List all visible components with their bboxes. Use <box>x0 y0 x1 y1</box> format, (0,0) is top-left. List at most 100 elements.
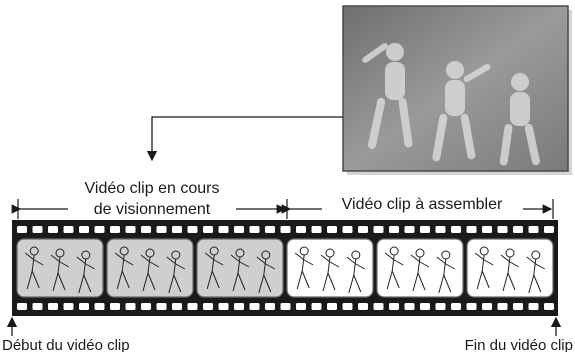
clip-end-label: Fin du vidéo clip <box>465 337 573 352</box>
filmstrip <box>12 220 558 316</box>
sprocket-hole <box>156 226 167 233</box>
sprocket-hole <box>203 303 213 310</box>
sprocket-hole <box>94 226 105 233</box>
sprocket-hole <box>94 303 105 310</box>
sprocket-hole <box>141 303 151 310</box>
clip-start-label: Début du vidéo clip <box>2 337 130 352</box>
sprocket-hole <box>48 226 58 233</box>
sprocket-hole <box>296 303 306 310</box>
sprocket-hole <box>17 303 27 310</box>
sprocket-hole <box>218 303 229 310</box>
sprocket-hole <box>404 303 415 310</box>
film-frame <box>376 238 464 298</box>
playing-label-line2: de visionnement <box>94 201 211 218</box>
sprocket-hole <box>234 226 244 233</box>
sprocket-hole <box>187 226 198 233</box>
sprocket-hole <box>435 226 446 233</box>
sprocket-hole <box>249 226 260 233</box>
sprocket-hole <box>342 303 353 310</box>
sprocket-hole <box>17 226 27 233</box>
film-frame <box>106 238 194 298</box>
sprocket-hole <box>435 303 446 310</box>
sprocket-hole <box>63 303 74 310</box>
sprocket-hole <box>544 303 554 310</box>
sprocket-hole <box>32 303 43 310</box>
sprocket-hole <box>296 226 306 233</box>
sprocket-hole <box>311 226 322 233</box>
dancer-figure <box>294 252 314 290</box>
dancer-figure <box>474 252 494 290</box>
dancer-figure <box>114 252 134 290</box>
dancer-figure <box>436 256 456 294</box>
film-frame <box>466 238 554 298</box>
sprocket-hole <box>156 303 167 310</box>
sprocket-hole <box>265 303 275 310</box>
dancer-figure <box>24 252 44 290</box>
sprocket-hole <box>482 226 492 233</box>
dancer-figure <box>256 256 276 294</box>
sprocket-hole <box>63 226 74 233</box>
sprocket-hole <box>466 226 477 233</box>
sprocket-hole <box>79 303 89 310</box>
sprocket-hole <box>544 226 554 233</box>
dancer-figure <box>230 254 250 292</box>
dancer-figure <box>346 256 366 294</box>
sprocket-hole <box>420 303 430 310</box>
sprocket-hole <box>466 303 477 310</box>
dancer-figure <box>76 256 96 294</box>
sprocket-hole <box>187 303 198 310</box>
sprocket-hole <box>172 226 182 233</box>
film-frame <box>16 238 104 298</box>
connector-arrow <box>146 116 343 162</box>
join-span-bracket <box>281 199 554 219</box>
sprocket-hole <box>110 303 120 310</box>
sprocket-hole <box>172 303 182 310</box>
sprocket-hole <box>358 226 368 233</box>
dancer-figure <box>140 254 160 292</box>
sprocket-hole <box>48 303 58 310</box>
sprocket-hole <box>513 226 523 233</box>
dancer-figure <box>166 256 186 294</box>
sprocket-hole <box>280 226 291 233</box>
sprocket-hole <box>141 226 151 233</box>
sprocket-hole <box>110 226 120 233</box>
dancer-figure <box>526 256 546 294</box>
sprocket-hole <box>249 303 260 310</box>
playing-label-line1: Vidéo clip en cours <box>85 180 220 197</box>
sprocket-hole <box>327 226 337 233</box>
sprocket-hole <box>234 303 244 310</box>
sprocket-hole <box>79 226 89 233</box>
sprocket-hole <box>358 303 368 310</box>
join-label: Vidéo clip à assembler <box>342 196 503 213</box>
dancer-figure <box>410 254 430 292</box>
sprocket-hole <box>373 226 384 233</box>
dancer-figure <box>204 252 224 290</box>
sprocket-hole <box>280 303 291 310</box>
sprocket-hole <box>389 226 399 233</box>
dancer-figure <box>320 254 340 292</box>
sprocket-hole <box>497 226 508 233</box>
sprocket-hole <box>497 303 508 310</box>
sprocket-hole <box>482 303 492 310</box>
sprocket-hole <box>342 226 353 233</box>
sprocket-hole <box>513 303 523 310</box>
preview-photo <box>342 5 572 175</box>
film-frame <box>196 238 284 298</box>
film-frame <box>286 238 374 298</box>
sprocket-hole <box>265 226 275 233</box>
sprocket-hole <box>389 303 399 310</box>
dancer-figure <box>384 252 404 290</box>
dancer-figure <box>50 254 70 292</box>
sprocket-hole <box>451 303 461 310</box>
sprocket-hole <box>203 226 213 233</box>
sprocket-hole <box>327 303 337 310</box>
sprocket-hole <box>218 226 229 233</box>
sprocket-hole <box>32 226 43 233</box>
sprocket-hole <box>125 303 136 310</box>
dancer-figure <box>500 254 520 292</box>
sprocket-hole <box>404 226 415 233</box>
sprocket-hole <box>420 226 430 233</box>
sprocket-hole <box>528 303 539 310</box>
sprocket-hole <box>311 303 322 310</box>
